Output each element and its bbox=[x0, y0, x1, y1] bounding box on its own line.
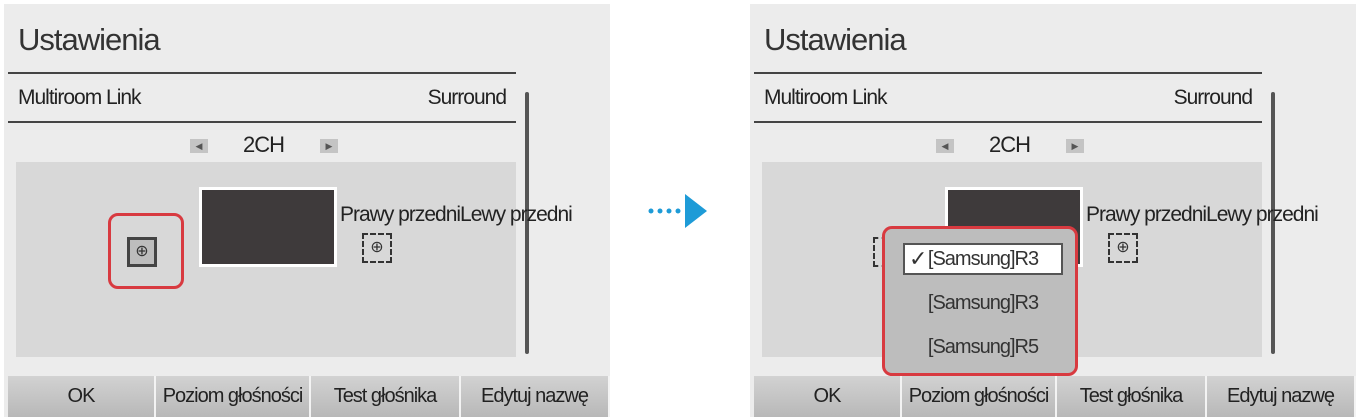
speaker-test-button[interactable]: Test głośnika bbox=[1057, 376, 1207, 417]
ok-button[interactable]: OK bbox=[8, 376, 156, 417]
volume-level-button[interactable]: Poziom głośności bbox=[156, 376, 311, 417]
selection-highlight bbox=[108, 213, 184, 289]
front-right-speaker-icon[interactable]: ⊕ bbox=[362, 233, 392, 263]
scrollbar[interactable] bbox=[1271, 92, 1275, 354]
mode-next-button[interactable]: ▶ bbox=[320, 139, 338, 153]
divider bbox=[8, 72, 516, 74]
page-title: Ustawienia bbox=[764, 22, 907, 57]
front-right-speaker-icon[interactable]: ⊕ bbox=[1108, 233, 1138, 263]
footer-bar: OK Poziom głośności Test głośnika Edytuj… bbox=[4, 376, 610, 417]
divider bbox=[8, 121, 516, 123]
dropdown-option[interactable]: [Samsung]R5 bbox=[927, 336, 1039, 358]
transition-arrow-icon bbox=[648, 194, 707, 228]
scrollbar[interactable] bbox=[525, 92, 529, 354]
multiroom-link-label[interactable]: Multiroom Link bbox=[764, 86, 888, 109]
volume-level-button[interactable]: Poziom głośności bbox=[902, 376, 1057, 417]
edit-name-button[interactable]: Edytuj nazwę bbox=[1207, 376, 1356, 417]
mode-prev-button[interactable]: ◀ bbox=[190, 139, 208, 153]
surround-value[interactable]: Surround bbox=[427, 86, 507, 109]
front-left-speaker-icon[interactable]: ⊕ bbox=[127, 237, 157, 267]
speaker-select-dropdown[interactable]: ✓ [Samsung]R3 [Samsung]R3 [Samsung]R5 bbox=[882, 226, 1078, 376]
channel-mode-value: 2CH bbox=[989, 132, 1031, 157]
settings-screen-after: Ustawienia Multiroom Link Surround ◀ 2CH… bbox=[750, 4, 1356, 417]
dropdown-option[interactable]: [Samsung]R3 bbox=[927, 292, 1039, 314]
tv-display bbox=[199, 187, 337, 267]
page-title: Ustawienia bbox=[18, 22, 161, 57]
footer-bar: OK Poziom głośności Test głośnika Edytuj… bbox=[750, 376, 1356, 417]
dropdown-option-selected[interactable]: ✓ [Samsung]R3 bbox=[903, 243, 1063, 275]
settings-screen-before: Ustawienia Multiroom Link Surround ◀ 2CH… bbox=[4, 4, 610, 417]
channel-mode-value: 2CH bbox=[243, 132, 285, 157]
mode-next-button[interactable]: ▶ bbox=[1066, 139, 1084, 153]
speaker-test-button[interactable]: Test głośnika bbox=[311, 376, 461, 417]
divider bbox=[754, 72, 1262, 74]
multiroom-link-label[interactable]: Multiroom Link bbox=[18, 86, 142, 109]
checkmark-icon: ✓ bbox=[909, 246, 927, 271]
speaker-position-label: Prawy przedniLewy przedni bbox=[340, 203, 573, 226]
mode-prev-button[interactable]: ◀ bbox=[936, 139, 954, 153]
surround-value[interactable]: Surround bbox=[1173, 86, 1253, 109]
speaker-position-label: Prawy przedniLewy przedni bbox=[1086, 203, 1319, 226]
dropdown-option-label: [Samsung]R3 bbox=[927, 248, 1039, 270]
divider bbox=[754, 121, 1262, 123]
edit-name-button[interactable]: Edytuj nazwę bbox=[461, 376, 610, 417]
ok-button[interactable]: OK bbox=[754, 376, 902, 417]
